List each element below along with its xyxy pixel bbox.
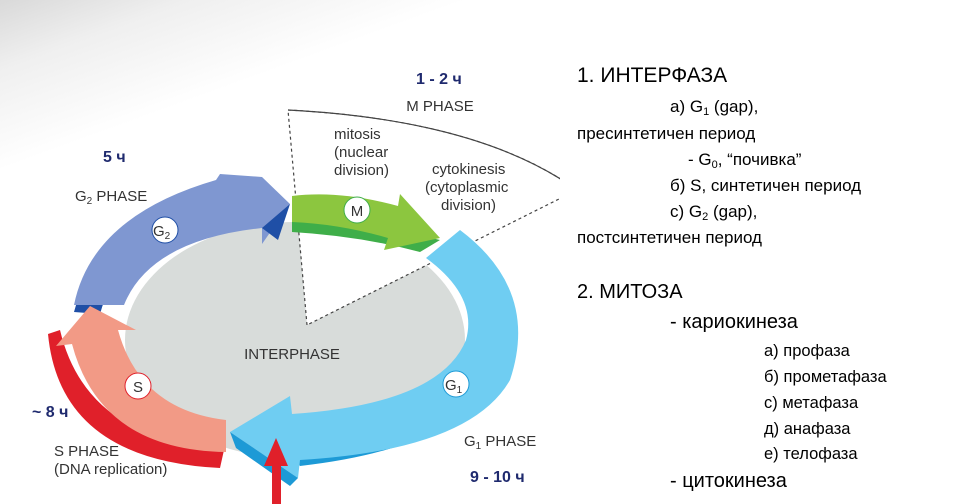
cytokinesis-label-2: (cytoplasmic <box>425 179 509 196</box>
g2-arrow-top <box>74 174 290 305</box>
m-phase-label: M PHASE <box>406 98 474 115</box>
badge-g1: G1 <box>445 377 463 396</box>
badge-s: S <box>133 379 143 396</box>
cell-cycle-diagram: G2 M S G1 INTERPHASE M PHASE mitosis (nu… <box>32 71 560 504</box>
s-arrow-side <box>48 330 224 468</box>
interphase-title: 1. ИНТЕРФАЗА <box>577 64 728 87</box>
note-b: б) S, синтетичен период <box>670 176 862 195</box>
note-cytokinesis: - цитокинеза <box>670 470 787 492</box>
duration-s: ~ 8 ч <box>32 404 68 421</box>
badge-g2: G2 <box>153 223 171 242</box>
m-phase-wedge-arc <box>287 109 560 180</box>
cytokinesis-label-3: division) <box>441 197 496 214</box>
start-arrow-head <box>264 438 288 466</box>
g1-arrow-top <box>230 230 519 478</box>
note-g0: - G0, “почивка” <box>688 150 802 171</box>
stage-item: c) метафаза <box>764 394 859 412</box>
start-arrow-shaft <box>272 462 281 504</box>
mitosis-title: 2. МИТОЗА <box>577 281 683 303</box>
duration-m: 1 - 2 ч <box>416 71 462 88</box>
stage-item: е) телофаза <box>764 445 858 463</box>
mitosis-label-2: (nuclear <box>334 144 388 161</box>
s-phase-label-2: (DNA replication) <box>54 461 167 478</box>
g1-phase-label: G1 PHASE <box>464 433 536 452</box>
badge-m-circle <box>343 196 371 224</box>
stage-item: б) прометафаза <box>764 368 887 386</box>
note-karyokinesis: - кариокинеза <box>670 311 798 333</box>
badge-g1-circle <box>442 370 470 398</box>
stage-item: д) анафаза <box>764 420 851 438</box>
badge-s-circle <box>124 372 152 400</box>
interphase-label: INTERPHASE <box>244 346 340 363</box>
cytokinesis-label-1: cytokinesis <box>432 161 505 178</box>
g2-arrow-head <box>262 204 290 240</box>
stage-item: а) профаза <box>764 342 850 360</box>
mitosis-label-3: division) <box>334 162 389 179</box>
badge-m: M <box>351 203 364 220</box>
s-phase-label-1: S PHASE <box>54 443 119 460</box>
note-a: а) G1 (gap), <box>670 97 759 118</box>
duration-g2: 5 ч <box>103 149 126 166</box>
note-presynthetic: пресинтетичен период <box>577 124 756 143</box>
m-arrow-top <box>292 194 440 250</box>
note-c: c) G2 (gap), <box>670 202 758 223</box>
mitosis-label-1: mitosis <box>334 126 381 143</box>
note-postsynthetic: постсинтетичен период <box>577 228 762 247</box>
duration-g1: 9 - 10 ч <box>470 469 525 486</box>
badge-g2-circle <box>151 216 179 244</box>
g2-phase-label: G2 PHASE <box>75 188 147 207</box>
